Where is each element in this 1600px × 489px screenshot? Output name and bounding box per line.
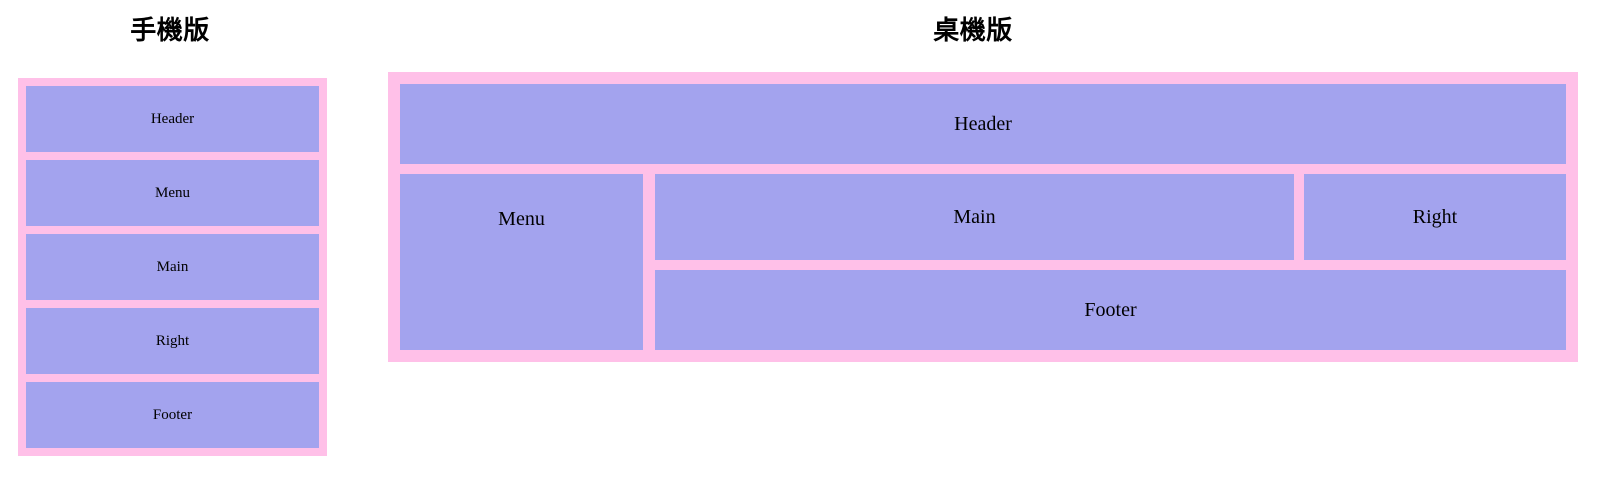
desktop-block-header: Header xyxy=(400,84,1566,164)
desktop-block-right: Right xyxy=(1304,174,1566,260)
mobile-layout-title: 手機版 xyxy=(130,15,210,45)
mobile-block-header: Header xyxy=(26,86,319,152)
desktop-block-menu: Menu xyxy=(400,174,643,350)
mobile-block-right: Right xyxy=(26,308,319,374)
desktop-layout-wireframe: Header Menu Main Right Footer xyxy=(388,72,1578,362)
mobile-block-main: Main xyxy=(26,234,319,300)
desktop-block-footer: Footer xyxy=(655,270,1566,350)
mobile-block-footer: Footer xyxy=(26,382,319,448)
mobile-block-menu: Menu xyxy=(26,160,319,226)
mobile-layout-wireframe: Header Menu Main Right Footer xyxy=(18,78,327,456)
desktop-layout-title: 桌機版 xyxy=(933,15,1013,45)
desktop-block-main: Main xyxy=(655,174,1294,260)
